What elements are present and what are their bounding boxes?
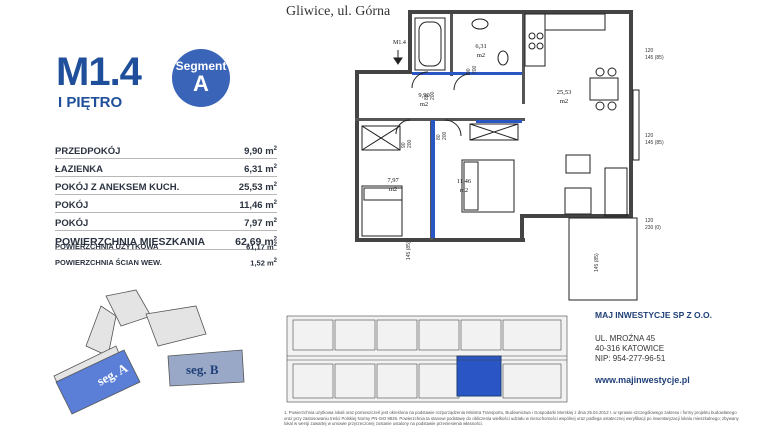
- segment-badge-letter: A: [193, 71, 209, 96]
- room-area-table: PRZEDPOKÓJ 9,90 m2 ŁAZIENKA 6,31 m2 POKÓJ …: [55, 141, 277, 250]
- dimension-label: 120: [645, 48, 654, 54]
- dimension-label: 120: [645, 133, 654, 139]
- dimension-label: 145 (85): [645, 55, 664, 61]
- dimension-label: 200: [430, 91, 436, 100]
- room-area: 11,46 m2: [239, 199, 277, 211]
- footnote: 1. Powierzchnia użytkowa lokali oraz pom…: [284, 410, 739, 427]
- room-name: ŁAZIENKA: [55, 164, 104, 175]
- room-label-value: 6,31: [475, 43, 486, 50]
- room-label-value: 25,53: [557, 89, 572, 96]
- dimension-label: 80: [424, 94, 430, 100]
- extra-area: 61,17 m2: [246, 241, 277, 252]
- dimension-label: 200: [442, 131, 448, 140]
- room-name: POKÓJ Z ANEKSEM KUCH.: [55, 182, 180, 193]
- dimension-label: 145 (85): [645, 140, 664, 146]
- dimension-label: 90: [401, 142, 407, 148]
- room-row: PRZEDPOKÓJ 9,90 m2: [55, 141, 277, 159]
- room-label-unit: m2: [389, 186, 397, 193]
- extra-name: POWIERZCHNIA ŚCIAN WEW.: [55, 258, 162, 267]
- extra-row: POWIERZCHNIA UŻYTKOWA 61,17 m2: [55, 236, 277, 252]
- dimension-label: 200: [407, 139, 413, 148]
- extra-area: 1,52 m2: [250, 257, 277, 268]
- room-label-unit: m2: [420, 101, 428, 108]
- site-map: seg. A seg. B: [53, 289, 245, 415]
- extra-row: POWIERZCHNIA ŚCIAN WEW. 1,52 m2: [55, 252, 277, 268]
- building-key-plan: [286, 315, 568, 403]
- dimension-label: 90: [466, 68, 472, 74]
- room-row: POKÓJ 11,46 m2: [55, 195, 277, 213]
- unit-code: M1.4: [56, 50, 142, 94]
- unit-marker: M1.4: [393, 40, 406, 46]
- room-name: POKÓJ: [55, 218, 89, 229]
- floor-label: I PIĘTRO: [58, 94, 123, 111]
- extra-area-table: POWIERZCHNIA UŻYTKOWA 61,17 m2 POWIERZCHN…: [55, 236, 277, 268]
- extra-name: POWIERZCHNIA UŻYTKOWA: [55, 242, 159, 251]
- room-area: 7,97 m2: [244, 217, 277, 229]
- segment-badge-label: Segment: [175, 59, 227, 73]
- dimension-label: 80: [436, 134, 442, 140]
- dimension-label: 200: [472, 65, 478, 74]
- room-label-unit: m2: [560, 98, 568, 105]
- room-label-value: 9,90: [418, 92, 429, 99]
- segment-badge: Segment A: [172, 49, 230, 107]
- company-website-link[interactable]: www.majinwestycje.pl: [595, 375, 690, 385]
- floor-plan: M1.4 6,31 m2 9,90 m2 25,53 m2 7,97 m2 11…: [355, 10, 664, 301]
- room-name: POKÓJ: [55, 200, 89, 211]
- company-info: MAJ INWESTYCJE SP Z O.O. UL. MROŹNA 45 4…: [595, 310, 755, 385]
- company-city: 40-316 KATOWICE: [595, 344, 665, 353]
- total-area-value: 62,69 m2: [235, 236, 277, 248]
- company-street: UL. MROŹNA 45: [595, 334, 656, 343]
- room-label-unit: m2: [477, 52, 485, 59]
- room-area: 9,90 m2: [244, 145, 277, 157]
- company-name: MAJ INWESTYCJE SP Z O.O.: [595, 310, 712, 320]
- company-nip: NIP: 954-277-96-51: [595, 354, 666, 363]
- room-row: ŁAZIENKA 6,31 m2: [55, 159, 277, 177]
- total-area-name: POWIERZCHNIA MIESZKANIA: [55, 236, 206, 248]
- room-area: 25,53 m2: [238, 181, 277, 193]
- room-label-value: 11,46: [457, 178, 472, 185]
- dimension-label: 230 (0): [645, 225, 661, 231]
- room-row: POKÓJ 7,97 m2: [55, 213, 277, 231]
- dimension-label: 120: [645, 218, 654, 224]
- total-area-row: POWIERZCHNIA MIESZKANIA 62,69 m2: [55, 231, 277, 250]
- segment-b-label: seg. B: [186, 362, 219, 377]
- room-row: POKÓJ Z ANEKSEM KUCH. 25,53 m2: [55, 177, 277, 195]
- location-title: Gliwice, ul. Górna: [286, 4, 391, 19]
- room-label-value: 7,97: [387, 177, 399, 184]
- room-area: 6,31 m2: [244, 163, 277, 175]
- room-label-unit: m2: [460, 187, 468, 194]
- dimension-label: 145 (85): [594, 253, 600, 272]
- dimension-label: 145 (85): [406, 241, 412, 260]
- room-name: PRZEDPOKÓJ: [55, 146, 121, 157]
